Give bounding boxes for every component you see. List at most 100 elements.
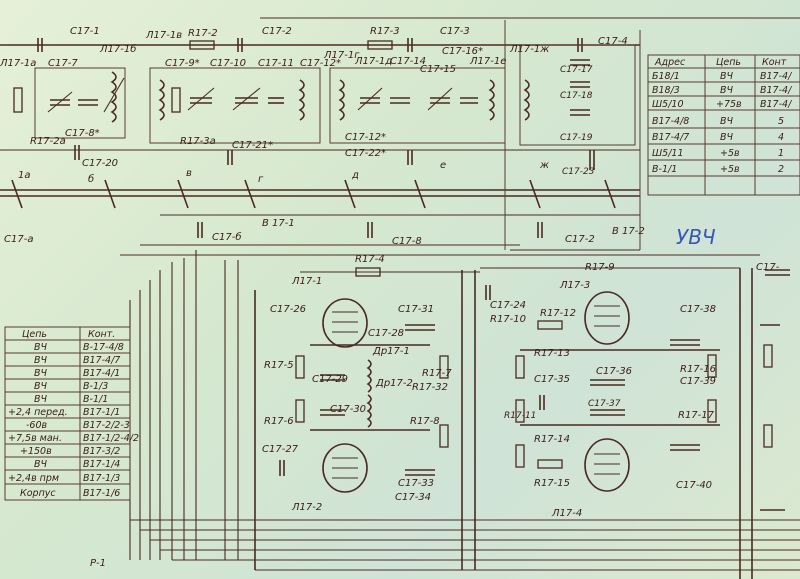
label-c17-37: С17-37 — [588, 399, 621, 409]
label-r17-32: R17-32 — [412, 382, 448, 393]
label-c17-27: С17-27 — [262, 444, 299, 455]
label-c17-19: С17-19 — [560, 133, 593, 143]
left-table-cell: +7,5в ман. — [8, 433, 62, 444]
right-table-cell: +5в — [720, 164, 740, 175]
right-table-cell: В17-4/7 — [652, 132, 689, 143]
left-table-header-circuit: Цепь — [22, 329, 47, 340]
label-c17-38: С17-38 — [680, 304, 716, 315]
label-c17-10: С17-10 — [210, 58, 246, 69]
label-r17-13: R17-13 — [534, 348, 570, 359]
right-table-cell: В-1/1 — [652, 164, 677, 175]
switch-letter-e: е — [440, 160, 446, 171]
left-table-header-contact: Конт. — [88, 329, 115, 340]
right-table-cell: В17-4/ — [760, 71, 793, 82]
label-c17-right: С17- — [756, 262, 780, 273]
right-table-cell: 1 — [778, 148, 784, 159]
label-c17-12b: С17-12* — [345, 132, 386, 143]
label-r17-5: R17-5 — [264, 360, 294, 371]
label-c17-34: С17-34 — [395, 492, 431, 503]
left-table-cell: +150в — [20, 446, 52, 457]
label-c17-8a: С17-8* — [65, 128, 100, 139]
label-c17-24: С17-24 — [490, 300, 526, 311]
left-table-cell: +2,4 перед. — [8, 407, 68, 418]
label-r17-2: R17-2 — [188, 28, 218, 39]
left-table-cell: В17-1/3 — [83, 473, 120, 484]
left-table-cell: В17-1/6 — [83, 488, 120, 499]
right-table-cell: 4 — [778, 132, 784, 143]
label-r17-14: R17-14 — [534, 434, 570, 445]
left-table-cell: В17-4/1 — [83, 368, 120, 379]
tuned-block-3 — [329, 67, 506, 165]
left-table-cell: В17-1/2-4/2 — [83, 433, 139, 444]
left-table-cell: В17-3/2 — [83, 446, 120, 457]
right-table-cell: 5 — [778, 116, 784, 127]
label-c17-21: С17-21* — [232, 140, 273, 151]
right-table-cell: Ш5/11 — [652, 148, 684, 159]
label-c17-35: С17-35 — [534, 374, 570, 385]
label-c17-11: С17-11 — [258, 58, 294, 69]
label-r17-12: R17-12 — [540, 308, 576, 319]
left-table-cell: В-1/3 — [83, 381, 108, 392]
right-table-cell: Б18/1 — [652, 71, 680, 82]
switch-letter-labels: 1а б в г д е ж — [18, 160, 549, 185]
label-c17-39: С17-39 — [680, 376, 716, 387]
label-c17-28: С17-28 — [368, 328, 404, 339]
label-l17-1v: Л17-1в — [145, 30, 182, 41]
tuned-block-4 — [519, 44, 636, 170]
label-c17-3: С17-3 — [440, 26, 470, 37]
label-l17-1e: Л17-1е — [469, 56, 506, 67]
switch-letter-v: в — [186, 168, 192, 179]
left-table-cell: В-1/1 — [83, 394, 108, 405]
label-c17-31: С17-31 — [398, 304, 434, 315]
label-r17-3a: R17-3а — [180, 136, 216, 147]
left-table-cell: -60в — [26, 420, 48, 431]
label-dr17-2: Др17-2 — [375, 378, 413, 389]
left-table-cell: ВЧ — [34, 394, 48, 405]
right-table: Адрес Цепь Конт Б18/1 ВЧ В17-4/ В18/3 ВЧ… — [652, 57, 793, 175]
label-r17-8: R17-8 — [410, 416, 440, 427]
tube-l17-3 — [584, 291, 630, 345]
left-table-cell: Корпус — [20, 488, 56, 499]
label-c17-14: С17-14 — [390, 56, 426, 67]
right-table-cell: В17-4/ — [760, 85, 793, 96]
label-c17-6: С17-б — [212, 231, 241, 243]
label-l17-1d: Л17-1д — [354, 56, 392, 67]
label-c17-2: С17-2 — [262, 26, 292, 37]
label-r17-17: R17-17 — [678, 410, 715, 421]
right-table-header-addr: Адрес — [654, 57, 686, 68]
right-table-cell: +5в — [720, 148, 740, 159]
label-l17-1: Л17-1 — [291, 276, 322, 287]
label-l17-1g: Л17-1г — [323, 50, 360, 61]
label-c17-8b: С17-8 — [392, 236, 422, 247]
right-table-cell: ВЧ — [720, 85, 734, 96]
label-r17-3: R17-3 — [370, 26, 400, 37]
right-table-cell: В17-4/8 — [652, 116, 689, 127]
switch-letter-a: 1а — [18, 170, 31, 181]
label-c17-9: С17-9* — [165, 58, 200, 69]
right-table-cell: В18/3 — [652, 85, 680, 96]
switch-letter-zh: ж — [539, 160, 549, 171]
label-c17-16: С17-16* — [442, 46, 483, 57]
label-r17-6: R17-6 — [264, 416, 294, 427]
tube-l17-4 — [584, 438, 630, 492]
label-c17-7: С17-7 — [48, 58, 78, 69]
tube-l17-2 — [322, 443, 368, 493]
label-c17-4: С17-4 — [598, 36, 628, 47]
lower-components — [279, 269, 790, 511]
label-c17-23: С17-23 — [562, 167, 595, 177]
bottom-labels: Л17-1 С17-26 R17-5 R17-6 С17-27 Л17-2 С1… — [262, 262, 780, 519]
switch-letter-g: г — [258, 174, 264, 185]
right-table-cell: В17-4/ — [760, 99, 793, 110]
left-table-cell: В17-1/1 — [83, 407, 120, 418]
switch-letter-b: б — [88, 173, 94, 185]
label-c17-26: С17-26 — [270, 304, 306, 315]
label-c17-18: С17-18 — [560, 91, 593, 101]
band-switch-contacts — [11, 179, 616, 209]
label-c17-a: С17-а — [4, 234, 33, 245]
label-r17-9: R17-9 — [585, 262, 615, 273]
left-table: Цепь Конт. ВЧ В-17-4/8 ВЧ В17-4/7 ВЧ В17… — [8, 329, 139, 499]
left-table-cell: +2,4в прм — [8, 473, 59, 484]
label-c17-33: С17-33 — [398, 478, 434, 489]
lower-wires — [120, 250, 800, 579]
